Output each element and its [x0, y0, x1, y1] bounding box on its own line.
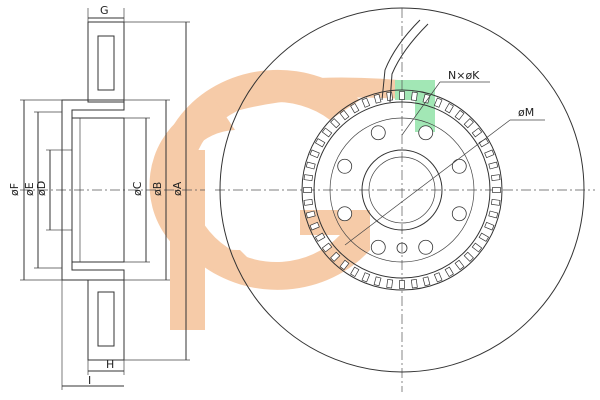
vent-slot: [314, 138, 326, 148]
vent-slot: [350, 266, 360, 278]
vent-slot: [471, 127, 483, 138]
vent-slot: [422, 276, 431, 287]
vent-slot: [321, 127, 333, 138]
vent-slot: [488, 210, 499, 219]
vent-slot: [386, 91, 394, 101]
bolt-holes: [337, 125, 467, 255]
vent-slot: [463, 118, 474, 129]
vent-slot: [361, 97, 371, 108]
vent-slot: [454, 259, 465, 271]
vent-slot: [463, 251, 474, 262]
vent-slot: [305, 210, 316, 219]
label-phi-b: øB: [151, 182, 164, 196]
vent-slot: [330, 118, 341, 129]
logo-block: [170, 150, 205, 330]
label-phi-f: øF: [8, 183, 21, 196]
vent-slot: [444, 266, 454, 278]
front-view: N×øK øM: [215, 7, 595, 392]
vent-slot: [433, 97, 443, 108]
cross-section-view: øF øE øD øC øB øA G H I: [8, 4, 205, 390]
bolt-hole: [418, 125, 434, 141]
vent-slot: [309, 221, 320, 231]
vent-slot: [373, 276, 382, 287]
disc-outer-edge: [219, 7, 585, 373]
label-h: H: [106, 358, 114, 371]
vent-slot: [361, 272, 371, 283]
vent-slot: [303, 174, 313, 182]
label-phi-m: øM: [518, 106, 534, 119]
vent-slot: [444, 102, 454, 114]
vent-slot: [321, 242, 333, 253]
vent-slot: [491, 174, 501, 182]
vent-slot: [339, 259, 350, 271]
bolt-hole: [337, 206, 353, 222]
label-phi-c: øC: [131, 181, 144, 196]
vent-slot: [399, 91, 405, 100]
vent-slot: [484, 221, 495, 231]
vent-slot: [410, 279, 418, 289]
bolt-hole: [418, 239, 434, 255]
logo-arc-top: [230, 77, 420, 110]
sensor-cable: [381, 19, 421, 101]
vent-slot: [488, 161, 499, 170]
vent-slot: [305, 161, 316, 170]
vent-slot: [484, 149, 495, 159]
vent-slot: [314, 232, 326, 242]
label-i: I: [88, 374, 91, 387]
hub-hat-section: [61, 99, 125, 281]
vent-slot: [330, 251, 341, 262]
center-bore: [361, 149, 443, 231]
vent-slot: [373, 93, 382, 104]
label-n-x-phi-k: N×øK: [448, 69, 480, 82]
bolt-hole: [451, 158, 467, 174]
vent-slot: [454, 109, 465, 121]
bolt-hole: [451, 206, 467, 222]
logo-watermark: [149, 69, 435, 330]
bolt-hole: [370, 125, 386, 141]
label-g: G: [100, 4, 109, 17]
vent-slot: [492, 187, 501, 193]
vent-slot: [399, 280, 405, 289]
vent-slot: [433, 272, 443, 283]
vent-slot: [478, 232, 490, 242]
vent-slot: [303, 198, 313, 206]
vent-slot: [386, 279, 394, 289]
bolt-hole: [370, 239, 386, 255]
threaded-hole: [396, 242, 408, 254]
vent-slot: [339, 109, 350, 121]
label-phi-a: øA: [171, 181, 184, 196]
bolt-hole: [337, 158, 353, 174]
vent-slot: [350, 102, 360, 114]
vent-slot: [491, 198, 501, 206]
vent-slot: [309, 149, 320, 159]
label-phi-e: øE: [23, 182, 36, 196]
vent-slot: [471, 242, 483, 253]
vent-slot: [303, 187, 312, 193]
top-ring-section: [87, 21, 125, 103]
vent-slot: [410, 91, 418, 101]
label-phi-d: øD: [35, 181, 48, 196]
